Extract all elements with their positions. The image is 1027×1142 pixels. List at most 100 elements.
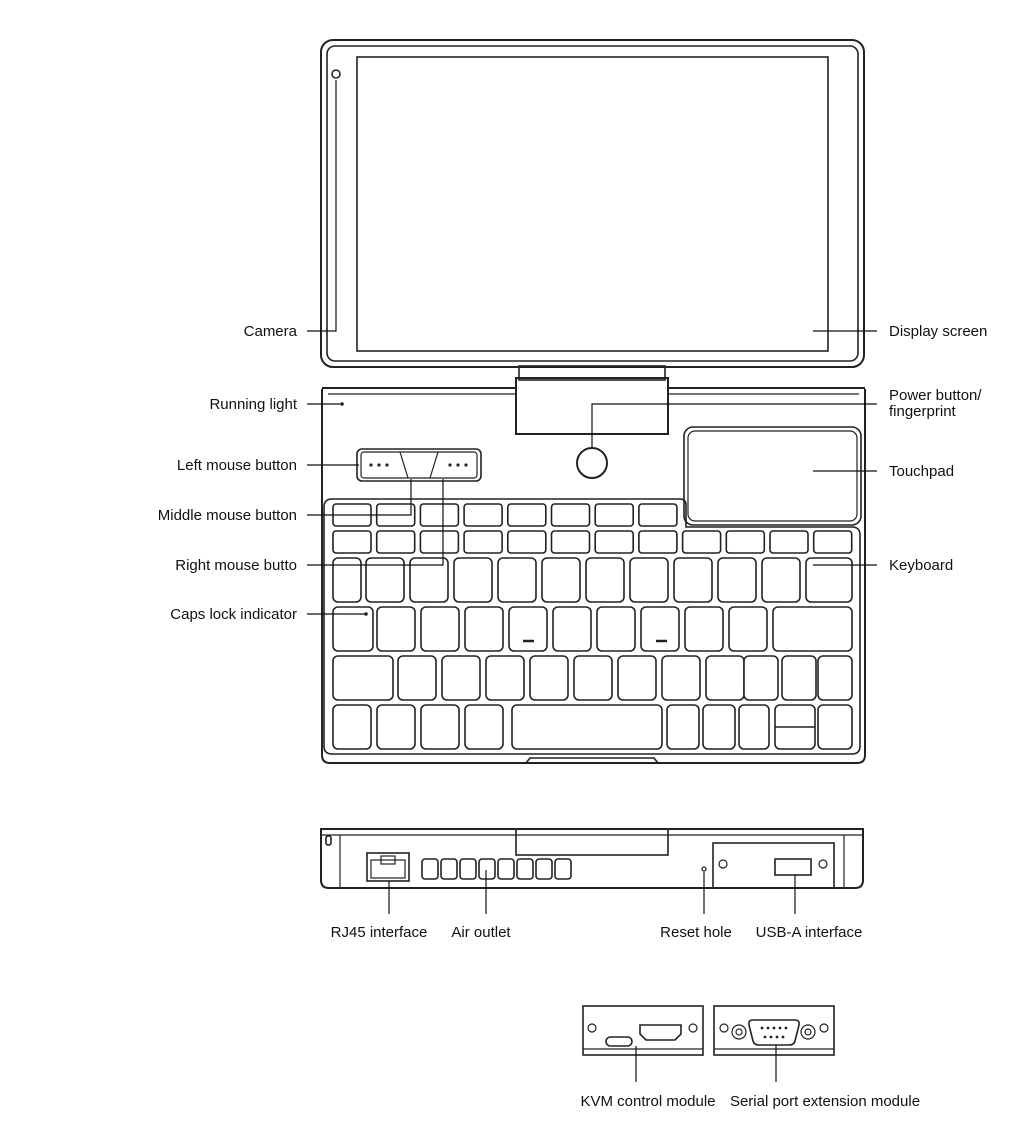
label-display-screen: Display screen	[889, 323, 987, 340]
vent-slot[interactable]	[535, 858, 553, 880]
db9-pin	[763, 1035, 767, 1039]
keyboard-key[interactable]	[529, 655, 569, 701]
keyboard-key[interactable]	[506, 503, 547, 527]
keyboard-keys	[332, 503, 853, 750]
keyboard-key[interactable]	[485, 655, 525, 701]
keyboard-key[interactable]	[550, 503, 591, 527]
keyboard-key[interactable]	[441, 655, 481, 701]
keyboard-key[interactable]	[817, 704, 853, 750]
reset-hole	[701, 866, 707, 872]
keyboard-key[interactable]	[772, 606, 853, 652]
keyboard-key[interactable]	[506, 530, 547, 554]
rj45-port	[366, 852, 410, 882]
keyboard-key[interactable]	[684, 606, 724, 652]
keyboard-key[interactable]	[332, 704, 372, 750]
keyboard-key[interactable]	[702, 704, 736, 750]
vent-slot[interactable]	[459, 858, 477, 880]
keyboard-key[interactable]	[463, 503, 503, 527]
keyboard	[323, 498, 861, 755]
keyboard-key[interactable]	[594, 503, 635, 527]
label-left-mouse-button: Left mouse button	[177, 457, 297, 474]
keyboard-key[interactable]	[397, 655, 437, 701]
keyboard-key[interactable]	[661, 655, 701, 701]
keyboard-key[interactable]	[420, 704, 460, 750]
keyboard-key[interactable]	[717, 557, 757, 603]
keyboard-key[interactable]	[805, 557, 853, 603]
keyboard-key[interactable]	[497, 557, 537, 603]
db9-pin	[766, 1026, 770, 1030]
keyboard-key[interactable]	[508, 606, 548, 652]
left-mouse-button[interactable]	[369, 463, 389, 467]
vent-slot[interactable]	[478, 858, 496, 880]
keyboard-key[interactable]	[812, 530, 853, 554]
keyboard-key[interactable]	[585, 557, 625, 603]
keyboard-key[interactable]	[419, 530, 460, 554]
touchpad[interactable]	[683, 426, 862, 526]
right-mouse-button[interactable]	[448, 463, 468, 467]
db9-port	[748, 1019, 800, 1046]
keyboard-key[interactable]	[453, 557, 493, 603]
keyboard-key[interactable]	[376, 704, 416, 750]
keyboard-key[interactable]	[376, 606, 416, 652]
keyboard-key[interactable]	[673, 557, 713, 603]
keyboard-key[interactable]	[420, 606, 460, 652]
keyboard-key[interactable]	[638, 503, 678, 527]
db9-pin	[778, 1026, 782, 1030]
label-keyboard: Keyboard	[889, 557, 953, 574]
keyboard-key[interactable]	[365, 557, 405, 603]
vent-slot[interactable]	[440, 858, 458, 880]
label-caps-lock-indicator: Caps lock indicator	[170, 606, 297, 623]
vent-slot[interactable]	[497, 858, 515, 880]
keyboard-key[interactable]	[511, 704, 663, 750]
keyboard-key[interactable]	[638, 530, 678, 554]
keyboard-key[interactable]	[725, 530, 766, 554]
running-light	[340, 402, 344, 406]
keyboard-key[interactable]	[738, 704, 770, 750]
keyboard-key[interactable]	[332, 530, 372, 554]
display-screen	[356, 56, 829, 352]
keyboard-key[interactable]	[552, 606, 592, 652]
keyboard-key[interactable]	[666, 704, 700, 750]
keyboard-key[interactable]	[463, 530, 503, 554]
label-air-outlet: Air outlet	[451, 924, 511, 941]
db9-pin	[760, 1026, 764, 1030]
vent-slot[interactable]	[516, 858, 534, 880]
keyboard-key[interactable]	[573, 655, 613, 701]
usb-c-port	[605, 1036, 633, 1047]
vent-slot[interactable]	[421, 858, 439, 880]
keyboard-key[interactable]	[332, 557, 362, 603]
keyboard-key[interactable]	[681, 530, 722, 554]
keyboard-key[interactable]	[375, 530, 416, 554]
keyboard-key[interactable]	[617, 655, 657, 701]
vent-slot[interactable]	[554, 858, 572, 880]
laptop-base	[321, 365, 866, 764]
keyboard-key[interactable]	[332, 606, 374, 652]
keyboard-key[interactable]	[409, 557, 449, 603]
label-kvm-control-module: KVM control module	[580, 1093, 715, 1110]
keyboard-key[interactable]	[781, 655, 817, 701]
keyboard-key[interactable]	[464, 704, 504, 750]
keyboard-key[interactable]	[769, 530, 809, 554]
keyboard-key[interactable]	[594, 530, 635, 554]
kvm-control-module	[582, 1005, 704, 1056]
label-right-mouse-button: Right mouse butto	[175, 557, 297, 574]
keyboard-key[interactable]	[640, 606, 680, 652]
keyboard-key[interactable]	[629, 557, 669, 603]
keyboard-key[interactable]	[596, 606, 636, 652]
keyboard-key[interactable]	[541, 557, 581, 603]
keyboard-key[interactable]	[332, 655, 394, 701]
usb-a-module	[712, 842, 835, 889]
keyboard-key[interactable]	[817, 655, 853, 701]
label-power-button: Power button/ fingerprint	[889, 387, 986, 420]
keyboard-key[interactable]	[419, 503, 460, 527]
label-camera: Camera	[244, 323, 298, 340]
keyboard-key[interactable]	[761, 557, 801, 603]
keyboard-key[interactable]	[705, 655, 745, 701]
keyboard-key[interactable]	[728, 606, 768, 652]
keyboard-key[interactable]	[464, 606, 504, 652]
keyboard-key[interactable]	[743, 655, 779, 701]
keyboard-key[interactable]	[550, 530, 591, 554]
power-button[interactable]	[576, 447, 608, 479]
db9-pin	[781, 1035, 785, 1039]
